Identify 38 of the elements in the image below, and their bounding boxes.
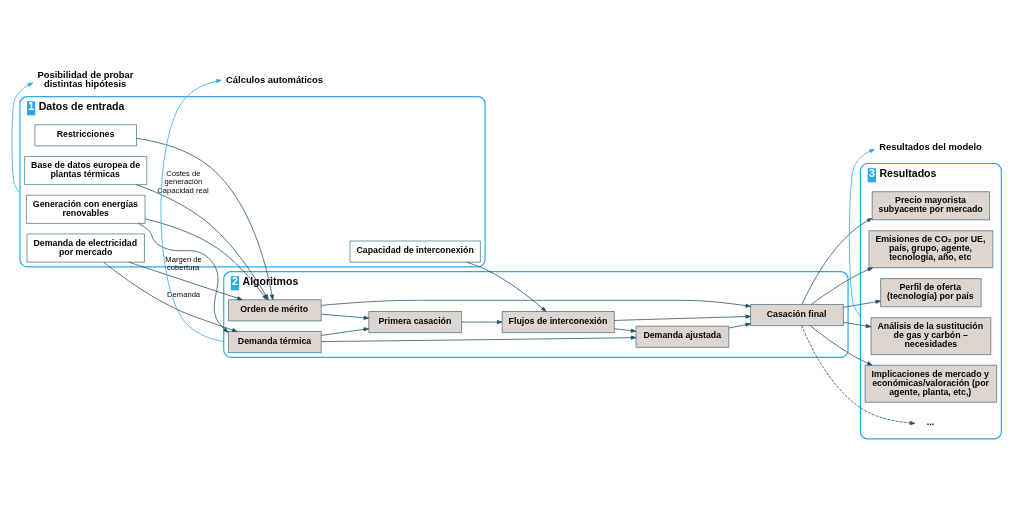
node-box: Implicaciones de mercado y económicas/valoración (por agente, planta, etc,) <box>864 364 997 403</box>
arrow <box>128 261 243 300</box>
arrow <box>320 299 751 308</box>
arrow <box>466 261 546 312</box>
node-box: Capacidad de interconexión <box>349 240 481 262</box>
arrow <box>728 322 751 328</box>
arrow <box>809 324 873 366</box>
arrow <box>810 266 873 305</box>
node-box: Precio mayorista subyacente por mercado <box>871 190 990 220</box>
node-box: Primera casación <box>368 310 462 333</box>
node-box: Flujos de interconexión <box>501 310 615 333</box>
arrow <box>613 327 636 333</box>
arrow <box>613 314 751 321</box>
arrow <box>842 299 881 308</box>
node-box: Demanda de electricidad por mercado <box>26 233 145 262</box>
arrow <box>460 319 502 324</box>
node-box: Base de datos europea de plantas térmicas <box>23 155 147 185</box>
node-box: Emisiones de CO₂ por UE, país, grupo, agente, tecnología, año, etc <box>868 229 993 268</box>
node-text: Posibilidad de probar distintas hipótesis <box>37 68 133 89</box>
node-box: Perfil de oferta (tecnología) por país <box>879 277 981 307</box>
arrow <box>320 326 369 336</box>
arrow <box>800 324 915 425</box>
node-box: Demanda ajustada <box>635 325 729 348</box>
node-text: ... <box>926 416 934 427</box>
node-box: Casación final <box>749 303 844 326</box>
node-box: Restricciones <box>34 123 137 146</box>
arrow <box>137 222 229 333</box>
node-text: Resultados del modelo <box>878 140 982 152</box>
node-box: Orden de mérito <box>227 298 322 321</box>
arrow <box>842 321 871 328</box>
node-box: Generación con energías renovables <box>25 194 145 224</box>
arrow <box>801 217 872 305</box>
node-text: Cálculos automáticos <box>225 73 323 85</box>
arrow <box>320 313 369 320</box>
node-box: Demanda térmica <box>227 330 322 353</box>
arrow <box>160 78 224 342</box>
node-box: Análisis de la sustitución de gas y carbón – necesidades <box>870 316 991 355</box>
arrow <box>320 335 636 342</box>
